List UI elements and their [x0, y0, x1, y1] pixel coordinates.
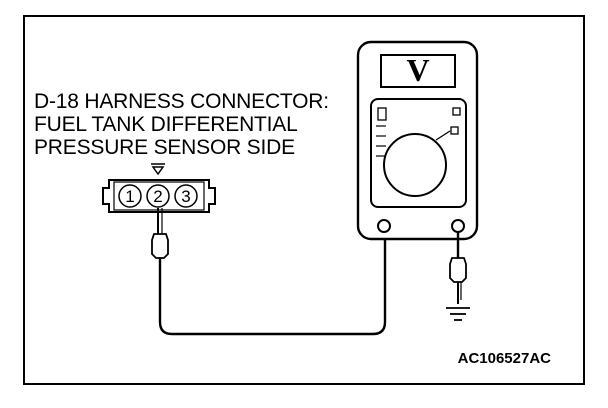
ground-icon: [446, 307, 470, 321]
meter-jack-com: [377, 219, 391, 233]
meter-range-indicator: [377, 107, 387, 121]
pin-marker-triangle: [151, 166, 165, 176]
title-line-3: PRESSURE SENSOR SIDE: [34, 136, 295, 159]
pin-2: 2: [146, 184, 170, 208]
harness-connector: 1 2 3: [102, 163, 216, 213]
pin-2-label: 2: [153, 187, 162, 206]
meter-display: [380, 54, 456, 88]
probe-handle: [151, 233, 169, 259]
diagram-frame: [23, 15, 585, 385]
meter-jack-v: [451, 219, 465, 233]
pin-3-label: 3: [181, 187, 190, 206]
pin-3: 3: [174, 184, 198, 208]
meter-knob-pointer: [435, 130, 451, 141]
pin-1-circle: [118, 184, 142, 208]
title-line-1: D-18 HARNESS CONNECTOR:: [34, 90, 329, 113]
pin-2-circle: [146, 184, 170, 208]
ground-lead: [449, 232, 467, 304]
connector-probe: [151, 208, 169, 259]
title-line-2: FUEL TANK DIFFERENTIAL: [34, 113, 297, 136]
ground-probe-handle: [449, 257, 467, 283]
meter-unit-label: V: [406, 52, 429, 88]
pin-1-label: 1: [125, 187, 134, 206]
meter-button-right: [450, 126, 459, 135]
pin-1: 1: [118, 184, 142, 208]
voltmeter: V: [356, 40, 479, 241]
connector-title: D-18 HARNESS CONNECTOR: FUEL TANK DIFFER…: [34, 90, 335, 159]
meter-button-top: [452, 107, 461, 116]
measurement-wire: [158, 234, 387, 336]
figure-code: AC106527AC: [458, 350, 552, 367]
meter-selector-dial: [383, 133, 447, 197]
pin-3-circle: [174, 184, 198, 208]
